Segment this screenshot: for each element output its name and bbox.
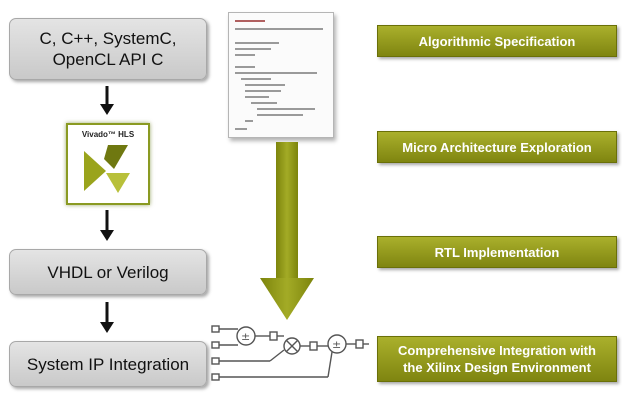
stage-micro-architecture-exploration: Micro Architecture Exploration bbox=[377, 131, 617, 163]
vivado-emblem-icon bbox=[84, 145, 130, 193]
stage-rtl-implementation: RTL Implementation bbox=[377, 236, 617, 268]
stage-label: Comprehensive Integration with the Xilin… bbox=[398, 343, 596, 375]
source-languages-label: C, C++, SystemC, OpenCL API C bbox=[39, 29, 177, 69]
hdl-output-box: VHDL or Verilog bbox=[9, 249, 207, 295]
hdl-output-label: VHDL or Verilog bbox=[47, 262, 169, 282]
svg-text:±: ± bbox=[332, 338, 341, 351]
stage-label: RTL Implementation bbox=[434, 244, 560, 260]
stage-algorithmic-specification: Algorithmic Specification bbox=[377, 25, 617, 57]
source-languages-box: C, C++, SystemC, OpenCL API C bbox=[9, 18, 207, 80]
vivado-hls-logo-icon: Vivado™ HLS bbox=[66, 123, 150, 205]
hls-tool-label: Vivado™ HLS bbox=[81, 130, 135, 139]
arrow-down-icon bbox=[98, 86, 116, 116]
stage-comprehensive-integration: Comprehensive Integration with the Xilin… bbox=[377, 336, 617, 382]
arrow-down-icon bbox=[98, 210, 116, 242]
arrow-down-icon bbox=[98, 302, 116, 334]
design-flow-arrow-icon bbox=[256, 142, 318, 327]
system-ip-integration-label: System IP Integration bbox=[26, 354, 190, 374]
svg-text:±: ± bbox=[241, 330, 250, 343]
code-listing-icon bbox=[228, 12, 334, 138]
stage-label: Micro Architecture Exploration bbox=[402, 139, 592, 155]
stage-label: Algorithmic Specification bbox=[418, 33, 576, 49]
rtl-circuit-icon: ± ± bbox=[210, 320, 370, 393]
system-ip-integration-box: System IP Integration bbox=[9, 341, 207, 387]
